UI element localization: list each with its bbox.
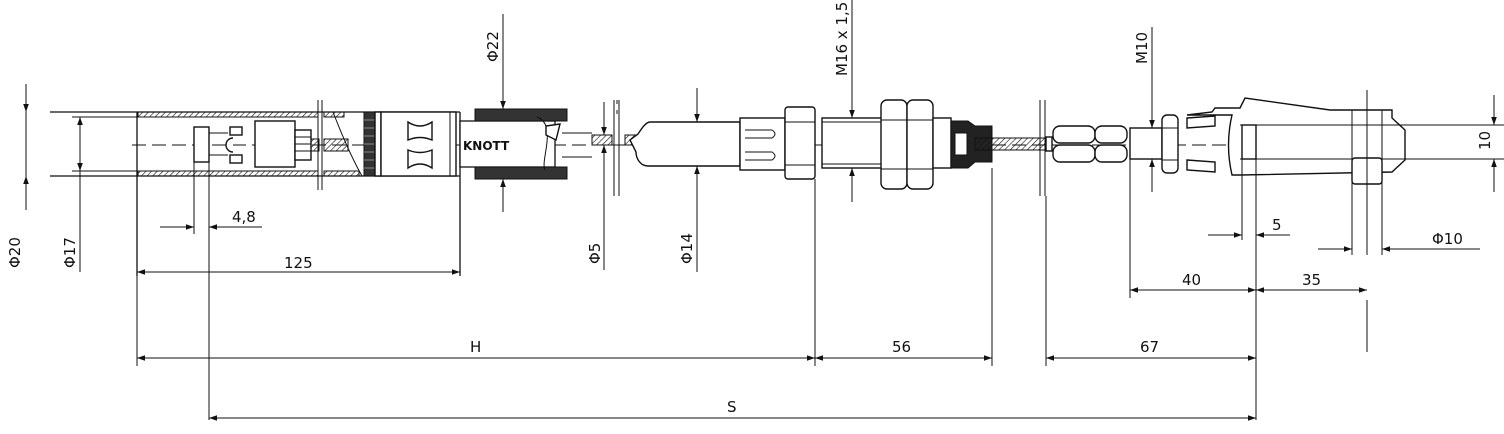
- dim-m10: M10: [1133, 32, 1151, 64]
- dim-10: 10: [1476, 131, 1494, 150]
- dim-40: 40: [1182, 271, 1201, 289]
- dim-H: H: [470, 338, 481, 356]
- threaded-fitting: [739, 99, 1046, 196]
- dimension-lines: Φ20 Φ17 4,8 125 Φ22 Φ5 Φ14 M16 x 1,5 M10: [6, 0, 1497, 421]
- cable-sleeve: KNOTT: [459, 100, 741, 196]
- dim-67: 67: [1140, 338, 1159, 356]
- dim-phi17: Φ17: [61, 237, 79, 268]
- dim-35: 35: [1302, 271, 1321, 289]
- dim-56: 56: [892, 338, 911, 356]
- dim-phi5: Φ5: [586, 243, 604, 264]
- dim-phi20: Φ20: [6, 237, 24, 268]
- dim-phi10: Φ10: [1432, 230, 1463, 248]
- dim-S: S: [727, 398, 737, 416]
- dim-phi14: Φ14: [678, 233, 696, 264]
- brand-logo-text: KNOTT: [463, 139, 510, 153]
- right-clevis: [1045, 90, 1504, 255]
- dim-phi22: Φ22: [484, 31, 502, 62]
- dim-m16: M16 x 1,5: [833, 2, 851, 76]
- dim-5: 5: [1272, 216, 1282, 234]
- dim-4-8: 4,8: [232, 208, 256, 226]
- dim-125: 125: [284, 254, 313, 272]
- left-end-fitting: [50, 100, 461, 276]
